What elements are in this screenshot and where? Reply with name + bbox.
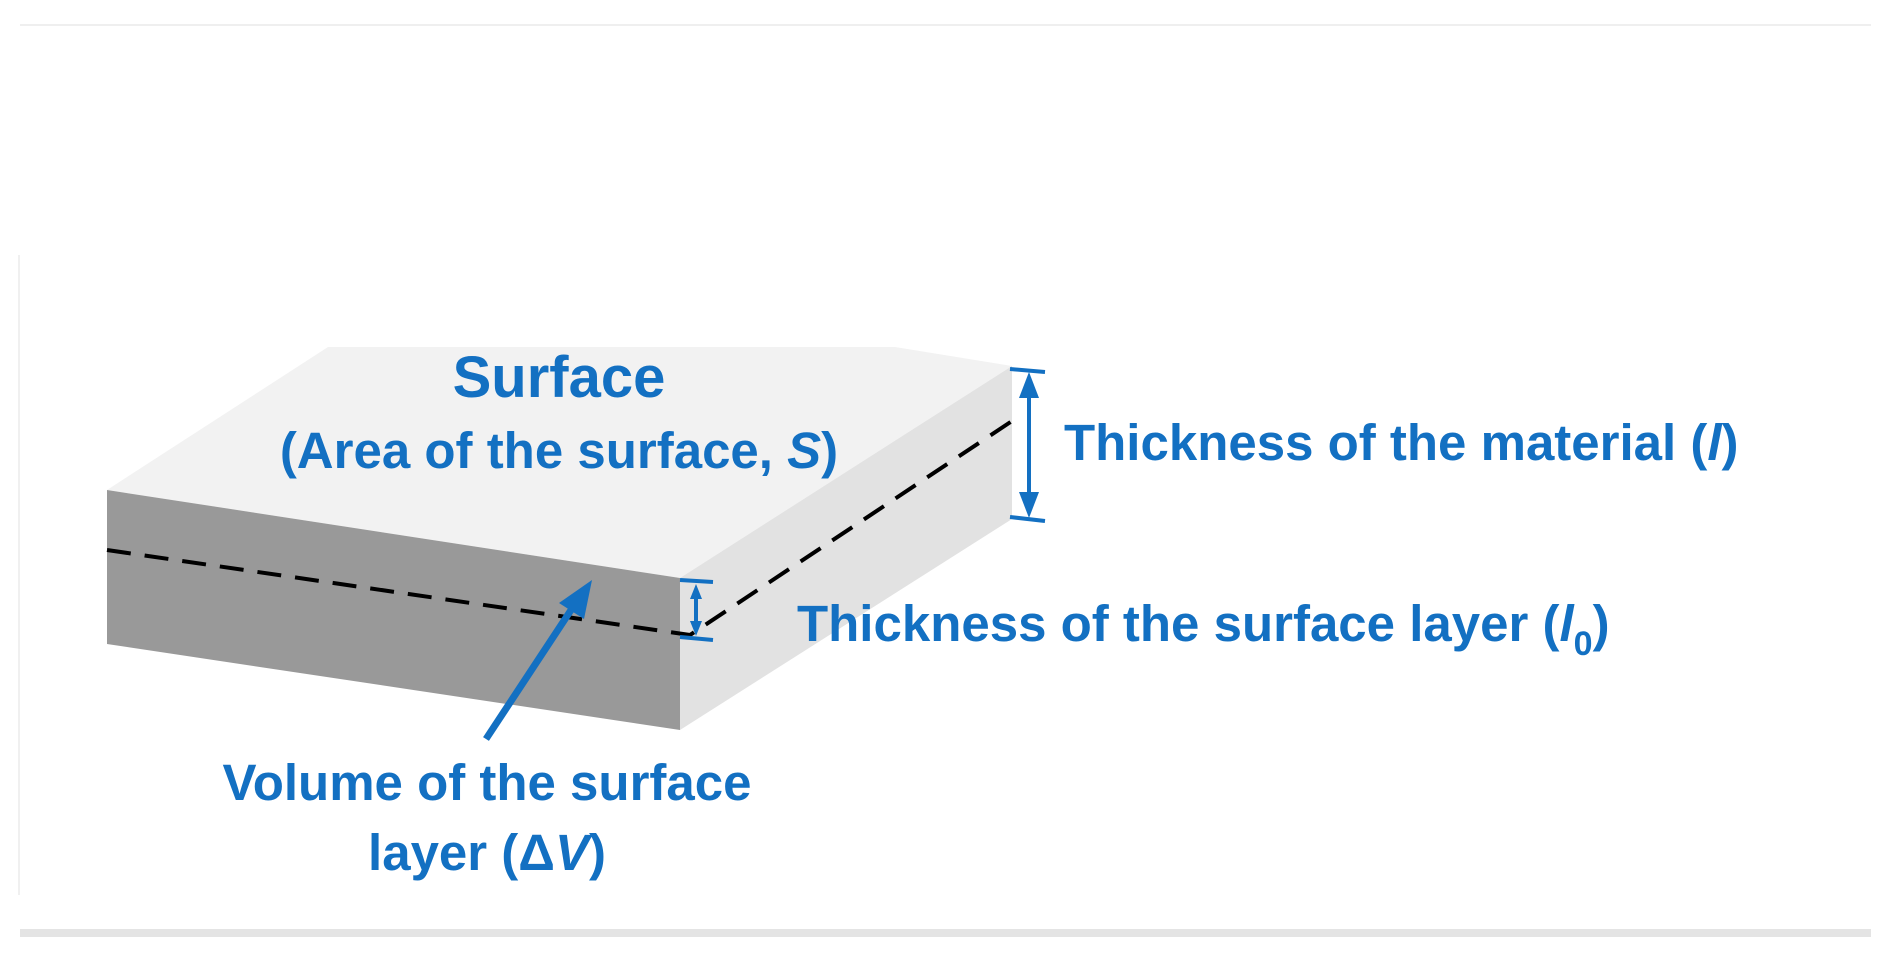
surface-area-prefix: (Area of the surface, bbox=[280, 422, 787, 479]
surface-area-suffix: ) bbox=[821, 422, 838, 479]
surface-layer-thickness-arrow-up bbox=[690, 584, 702, 599]
material-thickness-bottom-tick bbox=[1009, 515, 1046, 523]
material-thickness-symbol: l bbox=[1707, 414, 1723, 471]
slab-right-face bbox=[680, 366, 1012, 730]
volume-prefix: layer ( bbox=[368, 824, 518, 881]
volume-label-line1: Volume of the surface bbox=[222, 754, 751, 811]
material-thickness-arrow-up bbox=[1019, 372, 1039, 398]
material-thickness-top-tick bbox=[1009, 367, 1046, 374]
material-thickness-dimension bbox=[1009, 367, 1046, 523]
volume-symbol: V bbox=[555, 824, 593, 881]
volume-suffix: ) bbox=[589, 824, 606, 881]
surface-area-symbol: S bbox=[787, 422, 821, 479]
surface-layer-thickness-arrow-down bbox=[690, 621, 702, 636]
surface-area-label: (Area of the surface, S) bbox=[280, 422, 838, 479]
surface-layer-thickness-dimension bbox=[679, 578, 714, 642]
volume-pointer-arrow bbox=[483, 580, 592, 741]
surface-layer-thickness-top-tick bbox=[679, 578, 714, 584]
surface-layer-thickness-label: Thickness of the surface layer (l0) bbox=[797, 595, 1610, 663]
frame-left-border bbox=[18, 255, 20, 895]
surface-title: Surface bbox=[453, 345, 666, 410]
surface-layer-thickness-prefix: Thickness of the surface layer ( bbox=[797, 595, 1559, 652]
surface-layer-thickness-bottom-tick bbox=[679, 635, 714, 642]
volume-label-line2: layer (ΔV) bbox=[368, 824, 606, 881]
surface-layer-boundary-dashed-line bbox=[106, 419, 1014, 638]
surface-layer-thickness-subscript: 0 bbox=[1574, 625, 1593, 663]
material-thickness-arrow-down bbox=[1019, 492, 1039, 518]
surface-layer-thickness-suffix: ) bbox=[1593, 595, 1610, 652]
frame-bottom-border bbox=[20, 929, 1871, 937]
material-thickness-suffix: ) bbox=[1722, 414, 1739, 471]
slab-top-face bbox=[107, 347, 1012, 578]
material-thickness-label: Thickness of the material (l) bbox=[1064, 414, 1739, 471]
surface-layer-thickness-symbol: l bbox=[1559, 595, 1575, 652]
material-thickness-prefix: Thickness of the material ( bbox=[1064, 414, 1707, 471]
slab-front-face bbox=[107, 490, 680, 730]
volume-delta: Δ bbox=[518, 824, 555, 881]
frame-top-border bbox=[20, 24, 1871, 26]
